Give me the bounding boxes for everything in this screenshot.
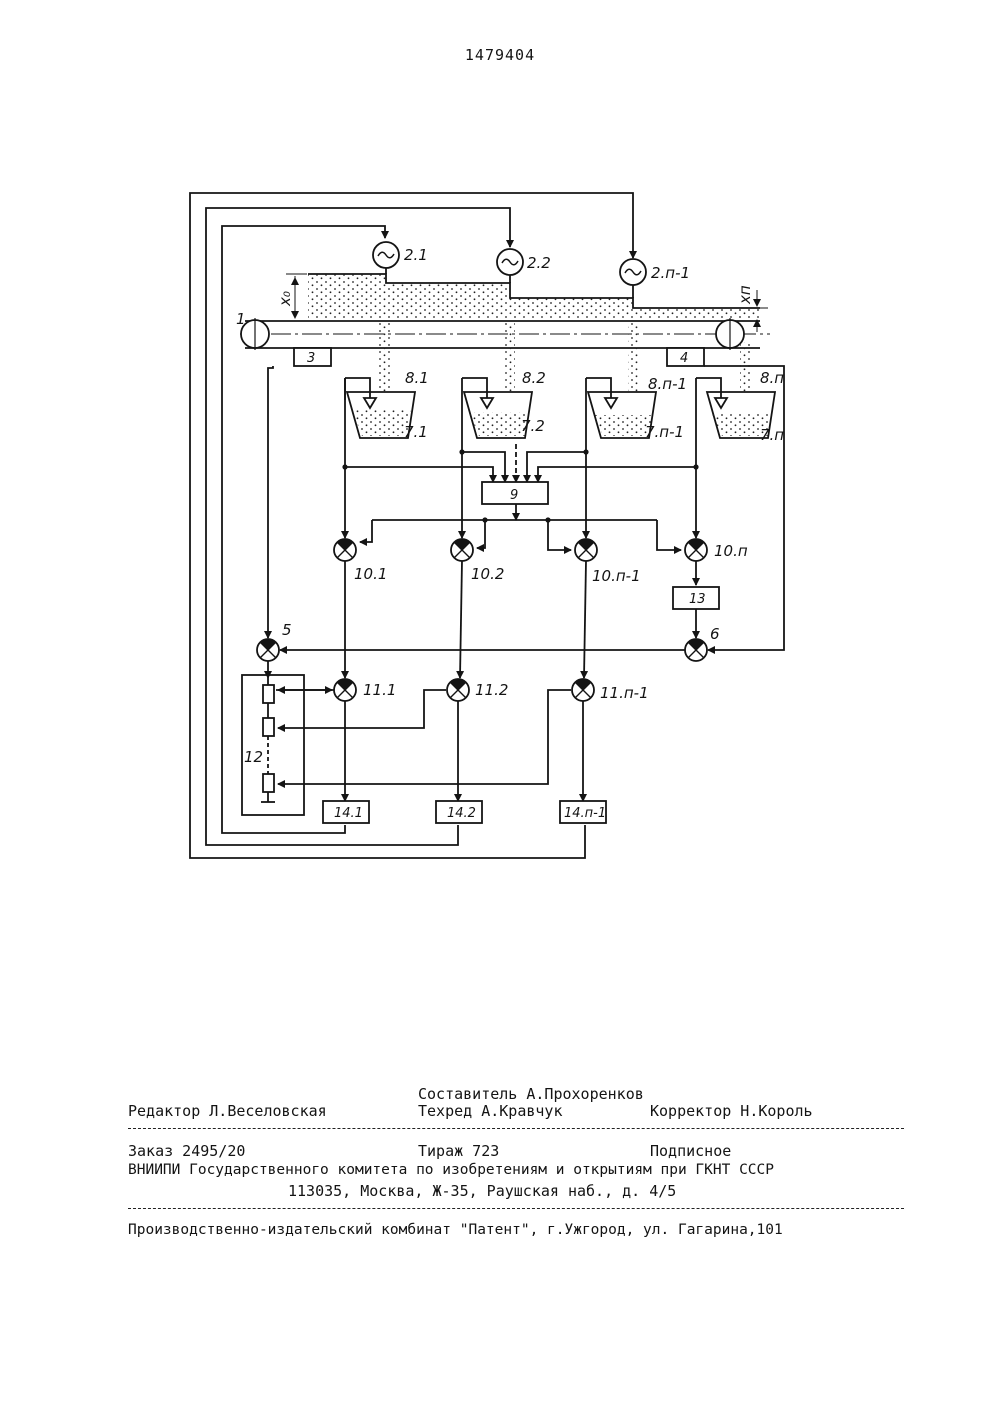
label-sensor-4: 4	[680, 351, 688, 366]
resistor-2	[263, 718, 274, 736]
label-reg-14-2: 14.2	[447, 806, 476, 821]
rule-top	[128, 1128, 904, 1129]
label-reg-14-1: 14.1	[334, 806, 363, 821]
label-block-13: 13	[689, 592, 706, 607]
label-gen-n1: 2.п-1	[651, 264, 690, 282]
resistor-1	[263, 685, 274, 703]
label-mult-11-n1: 11.п-1	[600, 684, 649, 702]
label-mult-11-1: 11.1	[363, 681, 396, 699]
label-mult-11-2: 11.2	[475, 681, 508, 699]
rule-bottom	[128, 1208, 904, 1209]
label-block-12: 12	[244, 748, 263, 766]
address: 113035, Москва, Ж-35, Раушская наб., д. …	[288, 1182, 676, 1200]
subscription: Подписное	[650, 1142, 731, 1160]
label-sum-6: 6	[710, 625, 720, 643]
label-bunker-7-1: 7.1	[404, 423, 428, 441]
label-sensor-3: 3	[307, 351, 315, 366]
label-bunker-7-n: 7.п	[760, 426, 784, 444]
label-reg-14-n1: 14.п-1	[564, 806, 606, 821]
editor: Редактор Л.Веселовская	[128, 1102, 327, 1120]
label-sum-5: 5	[282, 621, 292, 639]
label-block-9: 9	[510, 488, 518, 503]
label-belt: 1	[236, 310, 246, 328]
resistor-3	[263, 774, 274, 792]
label-gen-2: 2.2	[527, 254, 551, 272]
label-mult-10-n: 10.п	[714, 542, 748, 560]
circulation: Тираж 723	[418, 1142, 499, 1160]
techred: Техред А.Кравчук	[418, 1102, 563, 1120]
institute: ВНИИПИ Государственного комитета по изоб…	[128, 1162, 774, 1178]
publisher: Производственно-издательский комбинат "П…	[128, 1222, 783, 1238]
label-mult-10-2: 10.2	[471, 565, 504, 583]
compiler: Составитель А.Прохоренков	[418, 1085, 644, 1103]
corrector: Корректор Н.Король	[650, 1102, 813, 1120]
label-sensor-8-n1: 8.п-1	[648, 375, 687, 393]
label-xn: xп	[736, 285, 754, 305]
order: Заказ 2495/20	[128, 1142, 245, 1160]
label-mult-10-1: 10.1	[354, 565, 387, 583]
label-sensor-8-1: 8.1	[405, 369, 429, 387]
label-bunker-7-n1: 7.п-1	[645, 423, 684, 441]
label-bunker-7-2: 7.2	[521, 417, 545, 435]
label-sensor-8-n: 8.п	[760, 369, 784, 387]
label-mult-10-n1: 10.п-1	[592, 567, 641, 585]
label-sensor-8-2: 8.2	[522, 369, 546, 387]
label-x0: x₀	[276, 291, 294, 307]
label-gen-1: 2.1	[404, 246, 428, 264]
block-diagram: 1 2.1 2.2 2.п-1 x₀ xп 3 4 8.1 8.2 8.п-1 …	[0, 0, 1000, 1000]
